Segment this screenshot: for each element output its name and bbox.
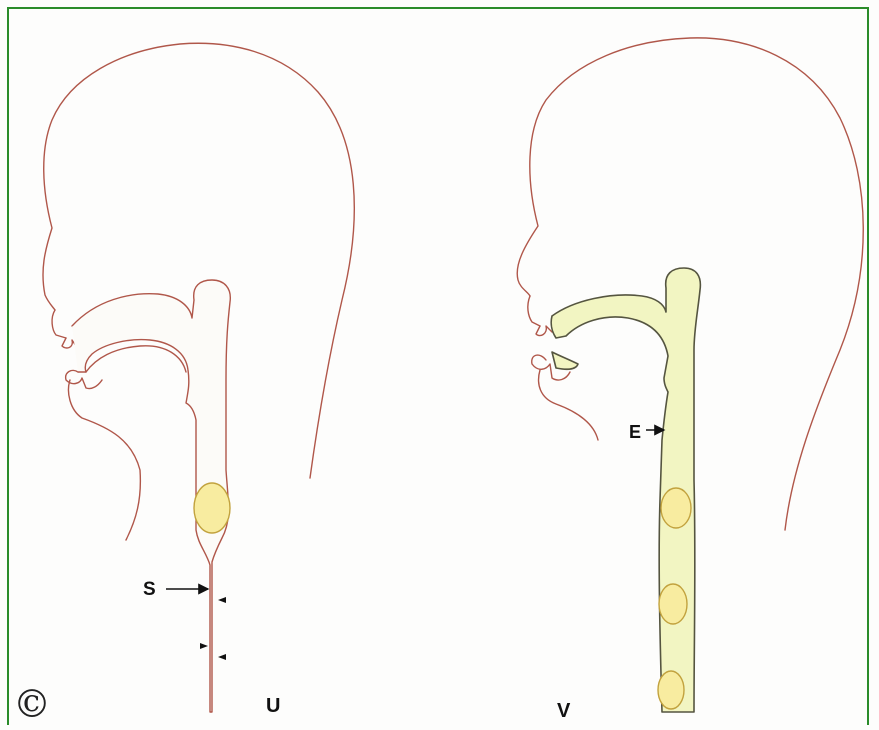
constriction-marker-2: [200, 643, 208, 649]
figure-label-v: V: [557, 701, 570, 721]
bolus-v-1: [661, 488, 691, 528]
bolus-v-3: [658, 671, 684, 709]
label-s: S: [143, 580, 156, 599]
upper-lip-u: [52, 310, 66, 338]
constriction-marker-1: [218, 597, 226, 603]
chin-v: [539, 370, 598, 440]
constriction-marker-3: [218, 654, 226, 660]
bolus-v-2: [659, 584, 687, 624]
copyright-symbol: ©: [11, 683, 53, 725]
bolus-u: [194, 483, 230, 533]
upper-lip-v: [528, 296, 540, 326]
tongue-u: [86, 346, 186, 372]
lower-teeth-u: [66, 370, 102, 388]
contraction-markers-u: [200, 597, 226, 660]
lower-lip-tongue-tip-v: [552, 352, 578, 369]
label-e: E: [629, 423, 641, 441]
chin-u: [69, 380, 141, 540]
figure-label-u: U: [266, 696, 280, 716]
